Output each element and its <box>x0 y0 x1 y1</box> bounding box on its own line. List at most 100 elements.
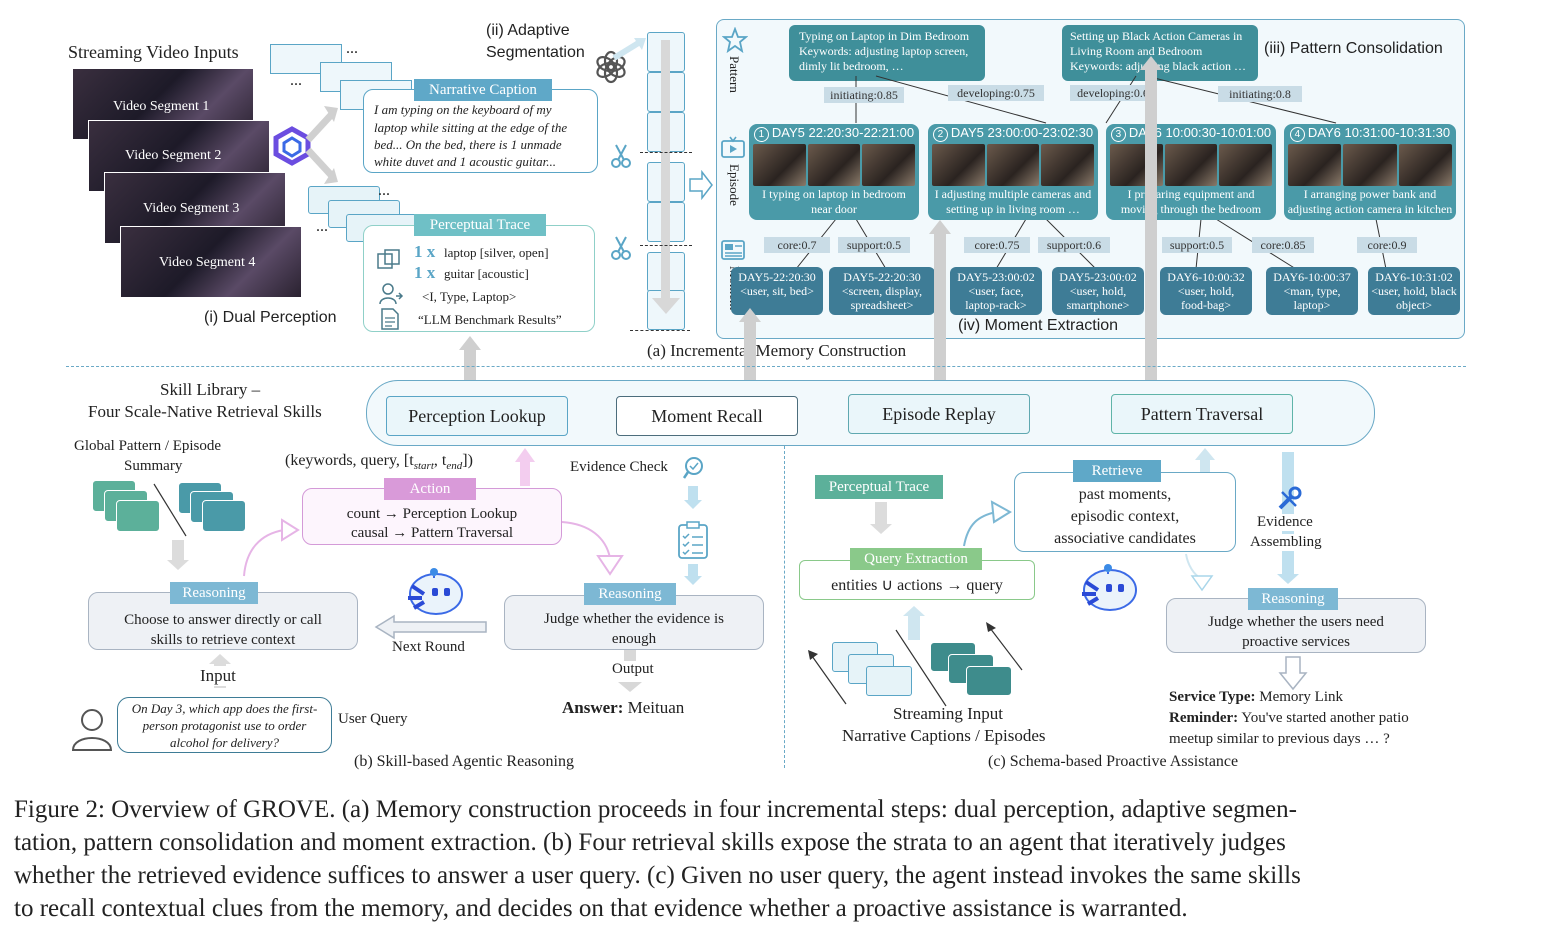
pattern-link-label: initiating:0.8 <box>1218 86 1302 102</box>
moment-time: DAY5-23:00:02 <box>957 270 1035 284</box>
episode-stack-card <box>202 500 246 532</box>
flow-arrow <box>908 616 920 640</box>
episode-caption: I typing on laptop in bedroom <box>762 187 906 201</box>
moment-icon <box>721 240 745 260</box>
arrow-left-icon <box>374 614 487 640</box>
relation-text: <I, Type, Laptop> <box>422 289 517 304</box>
section-divider <box>66 366 1466 367</box>
query-extraction-text: entities ∪ actions → query <box>831 577 1003 594</box>
action-args-start: start <box>413 460 434 473</box>
reminder-label: Reminder: <box>1169 710 1239 726</box>
episode-number: 4 <box>1289 127 1305 142</box>
skill-moment-recall: Moment Recall <box>616 396 798 436</box>
moment-triple: <user, face, <box>968 284 1024 298</box>
action-args-end: end <box>446 460 463 473</box>
video-segment-label: Video Segment 3 <box>143 201 240 216</box>
episode-thumbnails <box>1110 144 1273 186</box>
cut-line <box>630 330 690 331</box>
video-segment-4: Video Segment 4 <box>120 226 302 298</box>
output-label: Output <box>612 661 654 678</box>
answer: Answer: Meituan <box>562 698 684 718</box>
segment-flow-arrow <box>661 40 670 302</box>
figure-caption-line: tation, pattern consolidation and moment… <box>14 829 1286 856</box>
episode-caption: adjusting action camera in kitchen <box>1287 202 1453 216</box>
retrieve-line: past moments, <box>1078 486 1172 503</box>
episode-icon <box>721 136 745 158</box>
moment-triple: laptop> <box>1293 298 1331 312</box>
action-args-text: , t <box>433 452 447 469</box>
adaptive-seg-label: (ii) Adaptive <box>486 22 570 39</box>
flow-arrow <box>688 486 698 500</box>
answer-label: Answer: <box>562 698 624 717</box>
evidence-check-label: Evidence Check <box>570 459 668 475</box>
perceptual-trace-box: 1 x laptop [silver, open] 1 x guitar [ac… <box>363 225 595 332</box>
moment-triple: <user, sit, bed> <box>740 284 814 298</box>
pattern-consolidation-label: (iii) Pattern Consolidation <box>1264 40 1443 57</box>
pattern-link-label: developing:0.6 <box>1070 85 1156 101</box>
arrow-down-icon <box>652 298 680 314</box>
episode-thumbnails <box>1288 144 1452 186</box>
flow-arrow <box>875 502 887 524</box>
skill-library-subtitle: Four Scale-Native Retrieval Skills <box>88 402 322 421</box>
pattern-node: Typing on Laptop in Dim Bedroom Keywords… <box>789 25 985 81</box>
scissors-icon <box>611 236 631 260</box>
moment-triple: <user, hold, <box>1177 284 1235 298</box>
input-label: Input <box>200 666 236 686</box>
checklist-icon <box>678 521 708 559</box>
action-args-text: (keywords, query, [t <box>285 452 414 469</box>
video-segment-label: Video Segment 4 <box>159 255 256 270</box>
global-summary-label: Summary <box>124 458 183 474</box>
episode-caption: moving through the bedroom <box>1120 202 1262 216</box>
retrieve-tag: Retrieve <box>1073 460 1161 482</box>
moment-node: DAY5-23:00:02<user, hold,smartphone> <box>1052 267 1144 315</box>
caption-stack-card <box>866 666 912 696</box>
reasoning-tag: Reasoning <box>584 583 676 605</box>
openai-logo-icon <box>596 50 626 84</box>
ocr-text: “LLM Benchmark Results” <box>418 312 562 327</box>
arrow-icon <box>612 38 646 60</box>
moment-node: DAY5-22:20:30<screen, display,spreadshee… <box>829 267 935 315</box>
figure-caption-line: whether the retrieved evidence suffices … <box>14 862 1301 889</box>
skill-pattern-traversal: Pattern Traversal <box>1111 394 1293 434</box>
narrative-line: bed... On the bed, there is 1 unmade <box>374 137 562 152</box>
reminder-cont: meetup similar to previous days … ? <box>1169 731 1390 747</box>
pattern-link-label: initiating:0.85 <box>824 87 904 103</box>
arrow-down-icon <box>1278 656 1308 691</box>
episode-caption: setting up in living room … <box>946 202 1080 216</box>
arrow-up-icon <box>739 308 761 322</box>
arrow-down-icon <box>618 682 642 692</box>
retrieve-line: episodic context, <box>1070 508 1180 525</box>
moment-triple: spreadsheet> <box>850 298 914 312</box>
moment-node: DAY6-10:00:37<man, type,laptop> <box>1266 267 1358 315</box>
service-type: Service Type: Memory Link <box>1169 689 1343 706</box>
moment-time: DAY5-23:00:02 <box>1059 270 1137 284</box>
ellipsis: ... <box>346 40 358 57</box>
figure-caption-line: to recall contextual clues from the memo… <box>14 895 1188 922</box>
arrow-right-icon <box>689 170 713 200</box>
skill-library-title: Skill Library – <box>160 380 261 399</box>
pattern-node: Setting up Black Action Cameras in Livin… <box>1062 25 1258 81</box>
arrow-up-icon <box>1195 448 1215 472</box>
objects-icon <box>377 249 400 269</box>
query-line: alcohol for delivery? <box>169 735 280 750</box>
moment-triple: food-bag> <box>1180 298 1232 312</box>
arrow-up-icon <box>209 654 231 664</box>
skill-up-arrow <box>934 232 946 396</box>
video-segment-label: Video Segment 1 <box>113 99 210 114</box>
retrieve-box: past moments, episodic context, associat… <box>1014 472 1236 552</box>
service-type-value: Memory Link <box>1259 689 1344 705</box>
moment-triple: smartphone> <box>1066 298 1130 312</box>
narrative-line: laptop while sitting at the edge of the <box>374 120 568 135</box>
curved-arrow-icon <box>243 518 300 577</box>
moment-link-label: core:0.85 <box>1252 237 1314 253</box>
evidence-assembling-label: Evidence <box>1257 514 1313 531</box>
adaptive-seg-label: Segmentation <box>486 44 585 61</box>
action-args: (keywords, query, [tstart, tend]) <box>285 452 473 472</box>
search-icon <box>682 457 703 479</box>
moment-triple: <user, hold, black <box>1371 284 1457 298</box>
streaming-input-label: Streaming Input <box>893 704 1004 723</box>
pattern-line: Typing on Laptop in Dim Bedroom <box>799 29 970 43</box>
